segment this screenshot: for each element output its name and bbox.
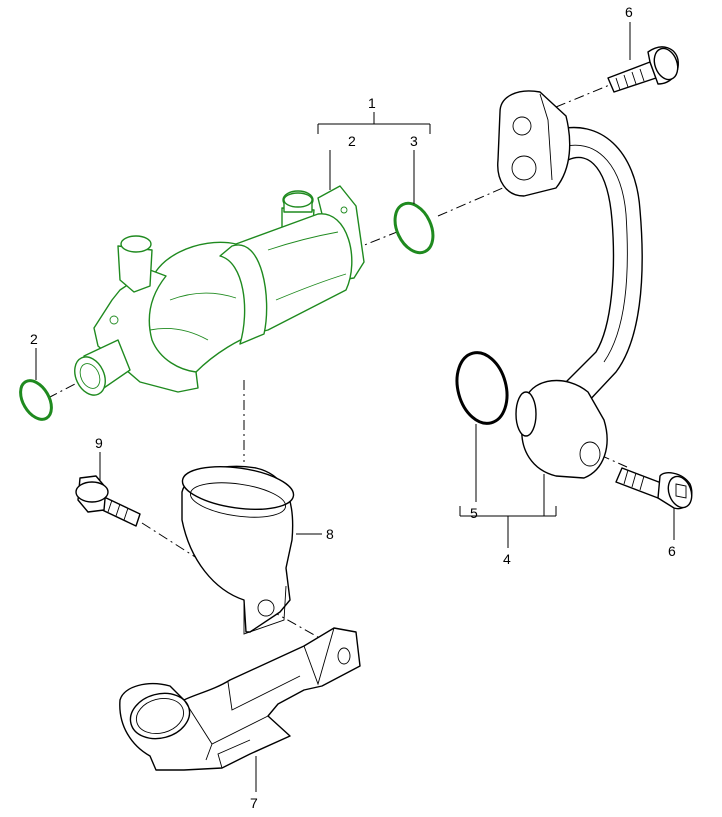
callout-3: 3 xyxy=(410,133,418,149)
fuel-line-pipe xyxy=(497,90,643,479)
o-ring-5 xyxy=(455,351,509,425)
callout-2-left: 2 xyxy=(30,331,38,347)
o-ring-3 xyxy=(393,201,435,255)
callout-5: 5 xyxy=(470,505,478,521)
leader-lines xyxy=(35,22,675,792)
o-ring-2 xyxy=(19,379,53,421)
callout-9: 9 xyxy=(95,435,103,451)
callout-7: 7 xyxy=(250,795,258,811)
callout-8: 8 xyxy=(326,526,334,542)
clamp-strap-8 xyxy=(181,465,295,635)
callout-6-top: 6 xyxy=(625,4,633,20)
bolt-6-lower xyxy=(615,467,693,510)
bolt-6-upper xyxy=(607,46,679,93)
callout-2-top: 2 xyxy=(348,133,356,149)
bolt-9 xyxy=(75,475,141,527)
callout-labels: 1 2 3 2 6 5 4 6 9 8 7 xyxy=(30,4,676,811)
callout-6-bottom: 6 xyxy=(668,543,676,559)
mounting-bracket-7 xyxy=(119,627,361,771)
callout-1: 1 xyxy=(368,95,376,111)
callout-4: 4 xyxy=(503,551,511,567)
fuel-filter xyxy=(74,185,365,396)
